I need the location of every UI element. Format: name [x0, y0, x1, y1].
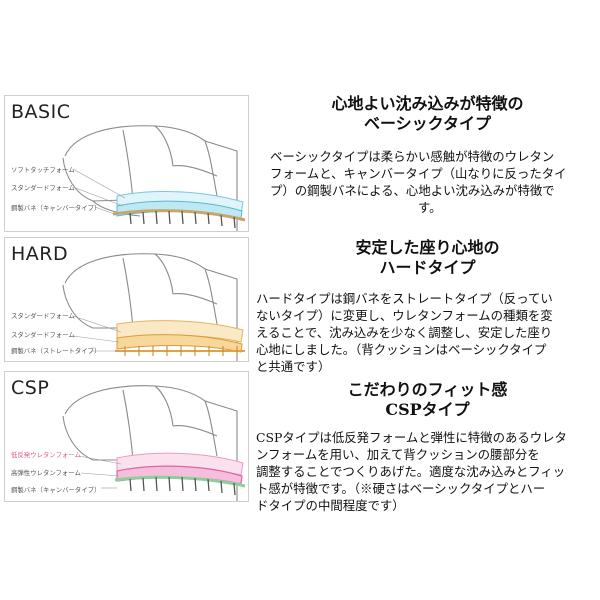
hard-description-line: ないタイプ）に変更し、ウレタンフォームの種類を変: [256, 308, 553, 323]
layer-label-middle: スタンダードフォーム: [11, 331, 75, 339]
basic-sofa-illustration: BASIC: [4, 95, 249, 232]
sofa-drawing: [62, 385, 246, 501]
basic-description-line: フォームと、キャンバータイプ（山なりに反ったタイ: [270, 166, 567, 181]
csp-description-line: ドタイプの中間程度です）: [256, 498, 405, 513]
csp-headline-line-2: CSPタイプ: [385, 400, 470, 419]
layer-label-spring: 鋼製バネ（ストレートタイプ）: [11, 347, 101, 355]
basic-description: ベーシックタイプは柔らかい感触が特徴のウレタン フォームと、キャンバータイプ（山…: [270, 148, 567, 216]
hard-description: ハードタイプは鋼バネをストレートタイプ（反ってい ないタイプ）に変更し、ウレタン…: [256, 290, 553, 375]
layer-label-top: スタンダードフォーム: [11, 312, 75, 320]
basic-type-badge: BASIC: [11, 101, 71, 123]
layer-label-spring: 鋼製バネ（キャンバータイプ）: [11, 486, 101, 494]
hard-description-line: と共通です）: [256, 359, 331, 374]
csp-headline: こだわりのフィット感 CSPタイプ: [255, 380, 600, 420]
hard-headline: 安定した座り心地の ハードタイプ: [255, 238, 600, 278]
csp-description-line: CSPタイプは低反発フォームと弾性に特徴のあるウレタ: [256, 430, 567, 445]
csp-description-line: ンフォームを用い、加えて背クッションの腰部分を: [256, 447, 540, 462]
hard-description-line: えることで、沈み込みを少なく調整し、安定した座り: [256, 325, 553, 340]
layer-label-middle: 高弾性ウレタンフォーム: [11, 469, 81, 477]
basic-description-line: ベーシックタイプは柔らかい感触が特徴のウレタン: [270, 149, 555, 164]
layer-label-top: 低反発ウレタンフォーム: [11, 451, 81, 459]
sofa-type-basic-section: BASIC: [0, 0, 600, 232]
csp-sofa-illustration: CSP: [4, 371, 249, 502]
hard-description-line: 心地にしました。（背クッションはベーシックタイプ: [256, 342, 547, 357]
basic-headline: 心地よい沈み込みが特徴の ベーシックタイプ: [255, 94, 600, 134]
sofa-type-hard-section: HARD: [0, 232, 600, 374]
csp-headline-line-1: こだわりのフィット感: [347, 380, 508, 399]
basic-headline-line-2: ベーシックタイプ: [363, 114, 492, 133]
csp-description: CSPタイプは低反発フォームと弾性に特徴のあるウレタ ンフォームを用い、加えて背…: [256, 429, 567, 514]
basic-description-line: す。: [418, 200, 442, 215]
sofa-drawing: [62, 125, 246, 231]
sofa-drawing: [62, 253, 245, 361]
csp-description-line: ト感が特徴です。（※硬さはベーシックタイプとハー: [256, 481, 546, 496]
csp-description-line: 調整することでつくりあげた。適度な沈み込みとフィッ: [256, 464, 566, 479]
layer-label-middle: スタンダードフォーム: [11, 184, 75, 192]
csp-type-badge: CSP: [11, 377, 50, 399]
layer-label-top: ソフトタッチフォーム: [11, 166, 75, 174]
hard-headline-line-2: ハードタイプ: [379, 258, 476, 277]
basic-description-line: プ）の鋼製バネによる、心地よい沈み込みが特徴で: [270, 183, 555, 198]
basic-headline-line-1: 心地よい沈み込みが特徴の: [331, 94, 524, 113]
layer-label-spring: 鋼製バネ（キャンバータイプ）: [11, 204, 101, 212]
sofa-type-csp-section: CSP: [0, 368, 600, 513]
hard-sofa-illustration: HARD: [4, 237, 249, 362]
hard-description-line: ハードタイプは鋼バネをストレートタイプ（反ってい: [256, 291, 553, 306]
hard-type-badge: HARD: [11, 243, 69, 265]
hard-headline-line-1: 安定した座り心地の: [355, 238, 500, 257]
